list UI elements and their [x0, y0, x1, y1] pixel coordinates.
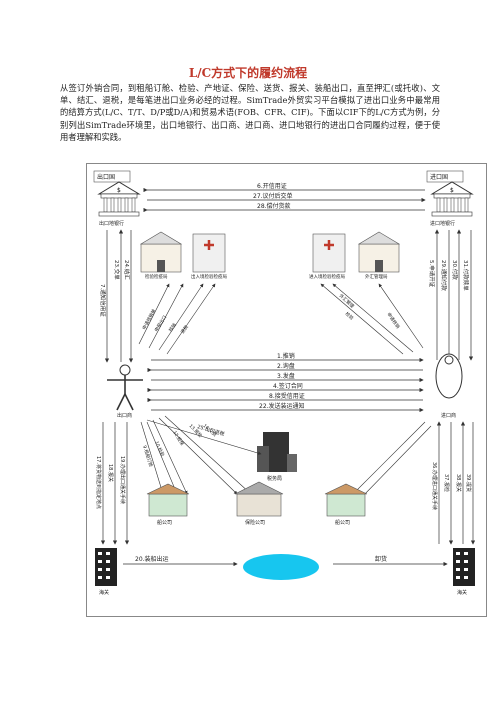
import-country-label: 进口国	[430, 173, 448, 181]
office-flow-label: 申报出口	[153, 314, 168, 333]
step-18-label: 18.报关	[107, 464, 114, 482]
shipping-company-icon	[146, 483, 190, 517]
entry-exit-bureau-icon	[192, 233, 226, 273]
forex-bureau-icon	[357, 231, 401, 273]
company-label: 船公司	[157, 519, 172, 526]
step-39-label: 39.提货	[465, 474, 472, 492]
flow-27-label: 27.议付后交单	[253, 192, 293, 200]
step-36-label: 36.办理进口通关手续	[431, 462, 438, 510]
svg-text:$: $	[117, 187, 121, 194]
intro-paragraph: 从签订外销合同，到租船订舱、检验、产地证、保险、送货、报关、装船出口，直至押汇(…	[60, 83, 440, 142]
flow-4-label: 4.签订合同	[273, 382, 303, 390]
office-label: 进入境检验检疫局	[309, 273, 345, 280]
customs-left-icon	[95, 548, 117, 586]
export-bank-icon: $	[97, 181, 141, 217]
step-19-label: 19.办理出口通关手续	[119, 456, 126, 504]
export-country-label: 出口国	[97, 173, 115, 181]
tax-office-label: 税务局	[267, 475, 282, 482]
insurance-company-icon	[234, 481, 284, 517]
flow-8-label: 8.接受信用证	[269, 392, 305, 400]
company-label: 船公司	[335, 519, 350, 526]
shipping-company-icon	[324, 483, 368, 517]
step-17-label: 17.将货物送到指定地点	[95, 456, 102, 509]
office-flow-label: 申请核销单	[141, 307, 158, 331]
flow-20-label: 20.装船出运	[135, 555, 169, 563]
flow-2-label: 2.询盘	[277, 362, 295, 370]
lc-flow-diagram: 出口国 进口国 $ 出口地银行 $ 进口地银行	[86, 163, 487, 617]
ocean-shape	[243, 554, 319, 580]
customs-right-label: 海关	[457, 589, 467, 596]
flow-9-label: 9.租船订舱	[141, 444, 155, 468]
office-label: 外汇管理局	[365, 273, 388, 280]
office-flow-label: 退税	[179, 323, 190, 335]
office-flow-label: 核销	[167, 321, 178, 333]
arrival-label: 卸货	[375, 555, 387, 563]
office-flow-label: 申请核销	[385, 311, 401, 330]
step-29-label: 29.通知付款	[440, 260, 448, 291]
importer-person-icon	[435, 353, 463, 399]
import-bank-icon: $	[430, 181, 474, 217]
step-24-label: 24.结汇	[123, 260, 131, 280]
office-flow-label: 检验	[344, 310, 356, 322]
flow-1-label: 1.推销	[277, 352, 295, 360]
step-31-label: 31.付款赎单	[462, 260, 470, 291]
import-inspection-bureau-icon	[312, 233, 346, 273]
step-5-label: 5.申请开证	[428, 260, 436, 288]
page-title: L/C方式下的履约流程	[188, 66, 308, 80]
office-label: 检验检疫局	[145, 273, 168, 280]
step-37-label: 37.报检	[443, 474, 450, 492]
exporter-person-icon	[107, 364, 143, 411]
tax-office-icon	[257, 432, 297, 472]
svg-text:$: $	[450, 187, 454, 194]
flow-22-label: 22.发送装运通知	[259, 402, 305, 410]
inspection-bureau-icon	[139, 231, 183, 273]
flow-28-label: 28.偿付货款	[257, 202, 291, 210]
importer-label: 进口商	[441, 412, 456, 419]
customs-left-label: 海关	[99, 589, 109, 596]
step-30-label: 30.付款	[451, 260, 459, 280]
step-38-label: 38.报关	[455, 474, 462, 492]
exporter-label: 出口商	[117, 412, 132, 419]
flow-6-label: 6.开信用证	[257, 182, 287, 190]
office-label: 出入境检验检疫局	[191, 273, 227, 280]
step-7-label: 7.通知信用证	[99, 284, 107, 317]
export-bank-label: 出口地银行	[99, 220, 124, 227]
step-23-label: 23.交单	[113, 260, 121, 280]
company-label: 保险公司	[245, 519, 265, 526]
flow-10-label: 10.检验	[153, 440, 166, 458]
import-bank-label: 进口地银行	[430, 220, 455, 227]
flow-3-label: 3.发盘	[277, 372, 295, 380]
customs-right-icon	[453, 548, 475, 586]
flow-12-label: 12.投保	[171, 429, 186, 447]
